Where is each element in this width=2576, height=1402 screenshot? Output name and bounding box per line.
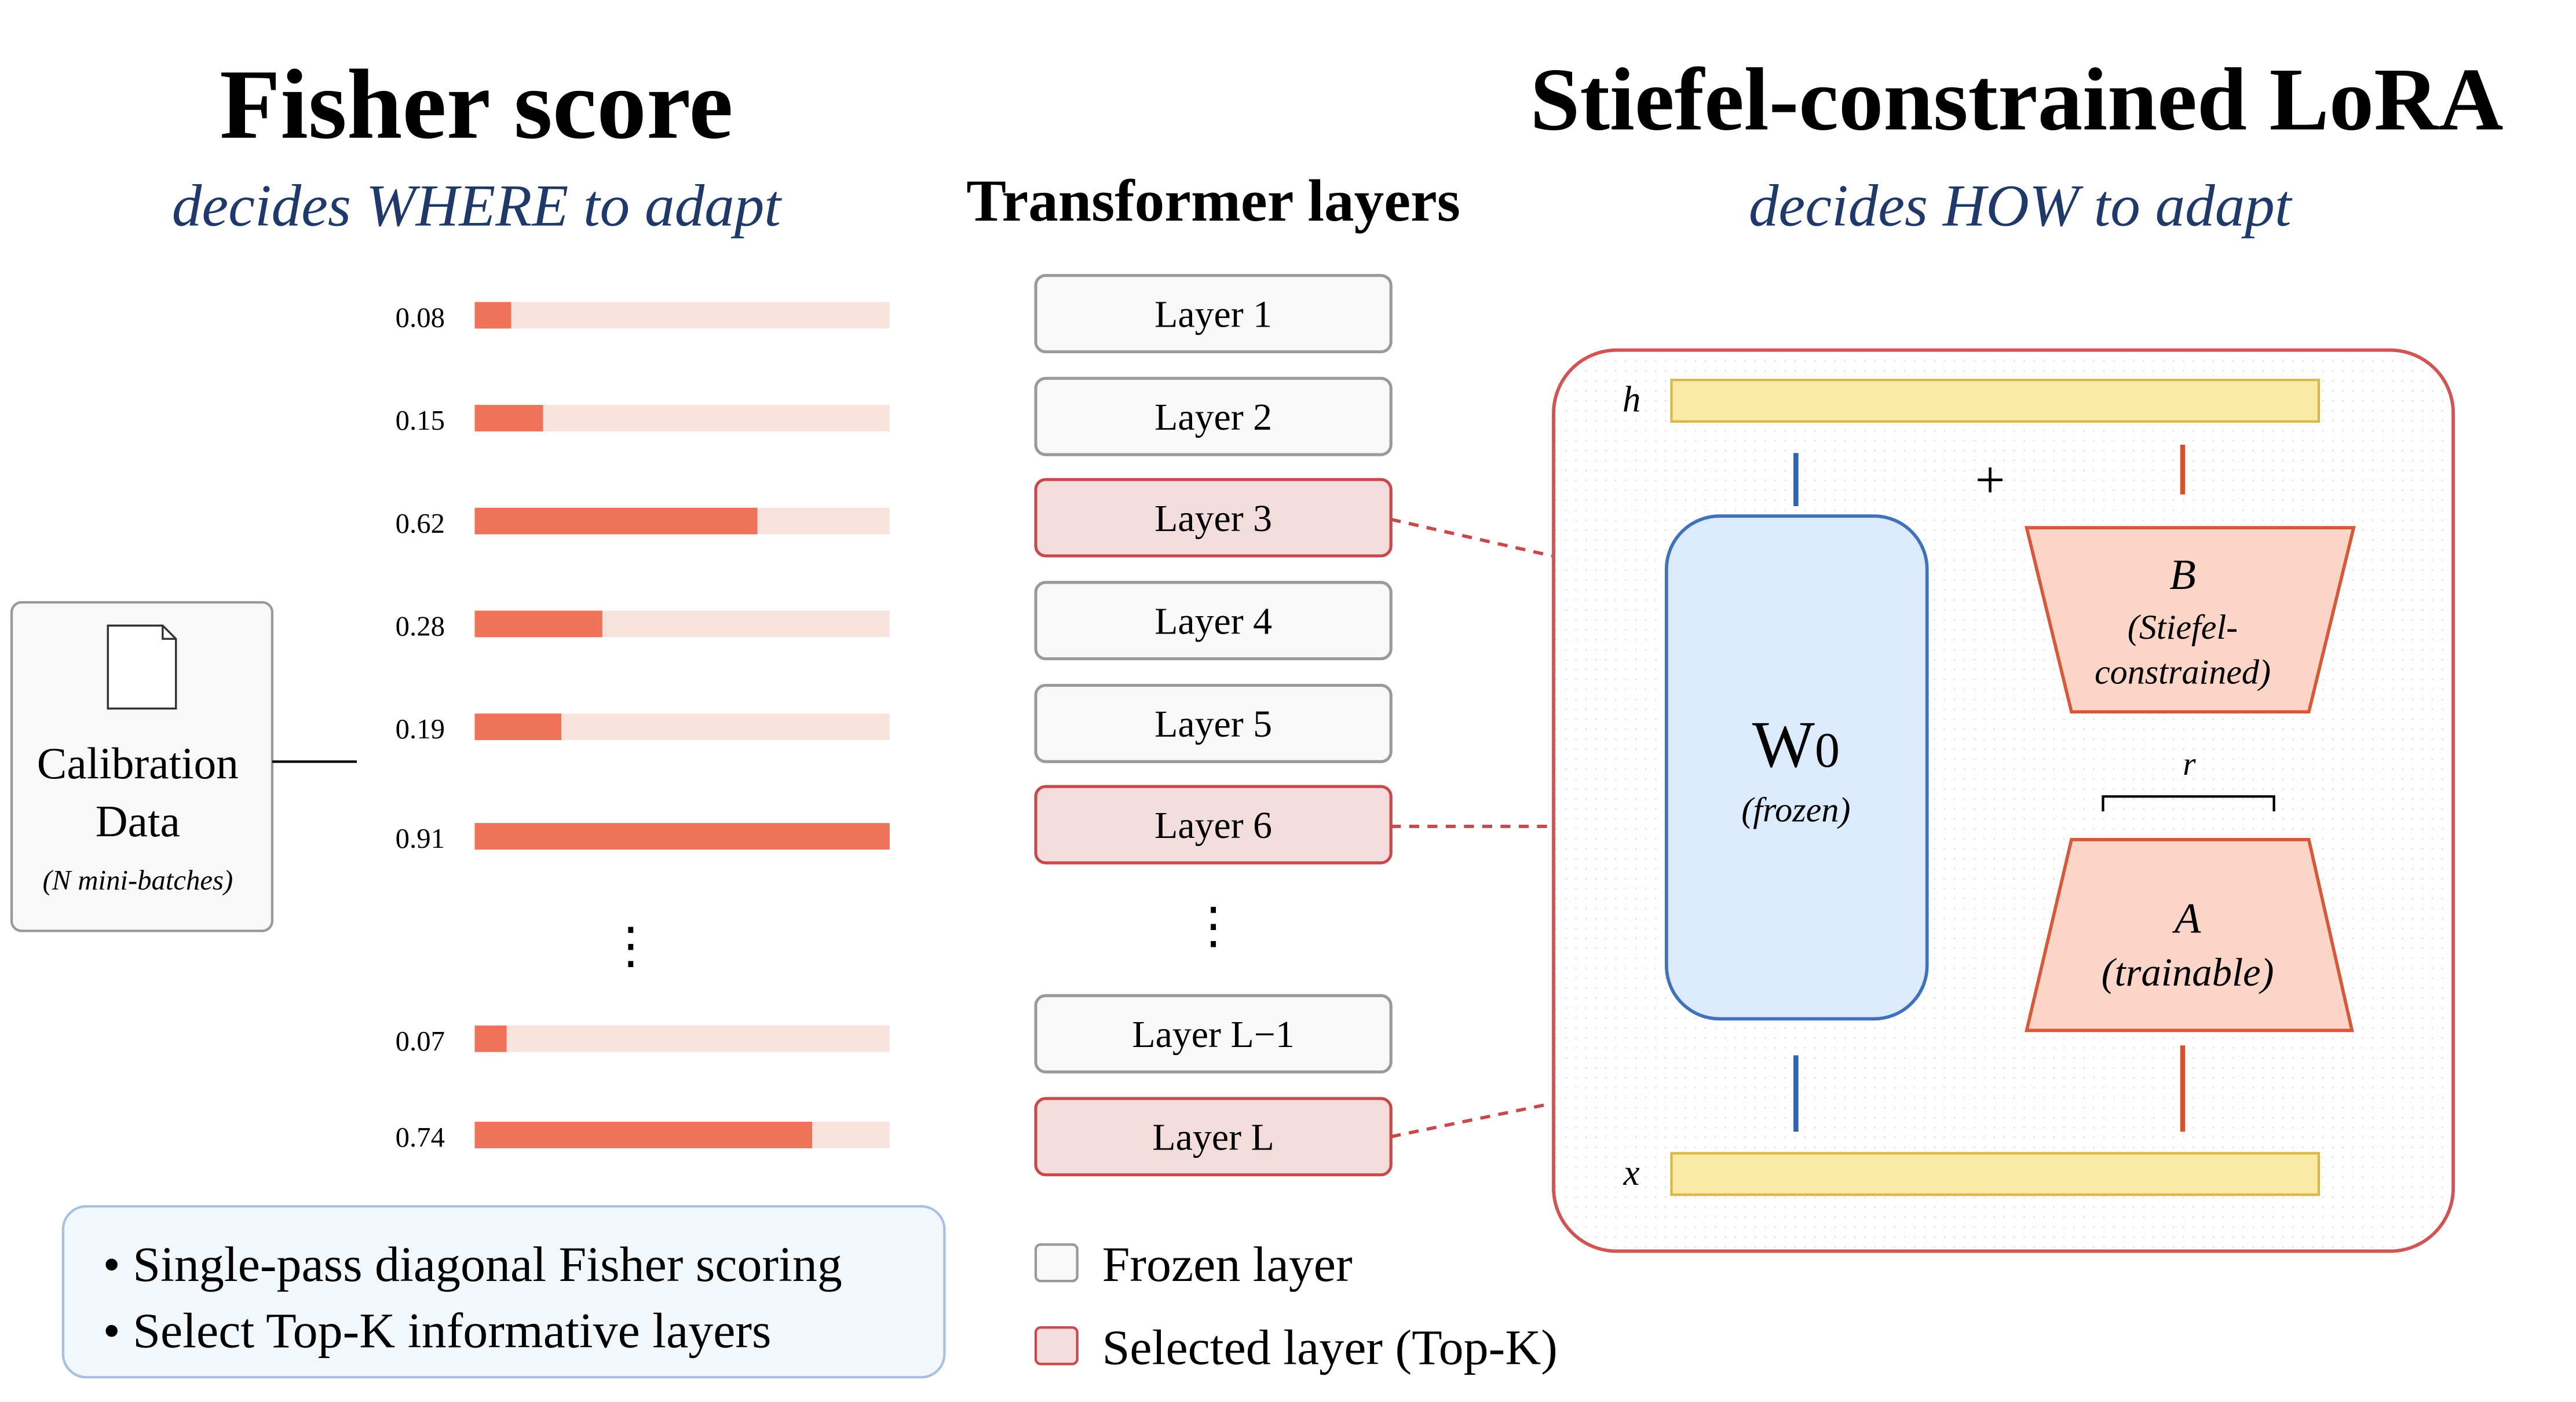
fisher-title: Fisher score [220,50,733,160]
layer-stack: Layer 1 Layer 2 Layer 3 Layer 4 Layer 5 Layer… [1034,274,1393,1177]
document-icon [107,624,177,710]
legend-frozen-label: Frozen layer [1102,1236,1353,1292]
layer-label: Layer L−1 [1132,1013,1294,1056]
w0-note: (frozen) [1741,790,1850,829]
layer-box: Layer L [1034,1097,1393,1177]
layer-label: Layer 3 [1154,497,1272,540]
layer-box: Layer 6 [1034,785,1393,865]
layer-box: Layer L−1 [1034,994,1393,1074]
a-matrix: A (trainable) [2025,838,2354,1033]
fisher-bar [474,713,562,740]
frozen-layer-rect [1034,581,1393,661]
frozen-layer-rect [1034,376,1393,456]
layer-ellipsis: ⋮ [1189,898,1238,954]
r-label: r [2183,746,2196,782]
legend-frozen-swatch [1034,1243,1079,1283]
fisher-bar-track [474,405,890,432]
fisher-bar [474,405,543,432]
b-label: B [2169,551,2196,599]
fisher-bar [474,507,758,535]
fisher-subtitle: decides WHERE to adapt [172,173,783,239]
lora-title: Stiefel-constrained LoRA [1530,50,2503,149]
fisher-bar-track [474,1025,890,1052]
layer-box: Layer 4 [1034,581,1393,661]
connector-layer-L [1390,1101,1552,1139]
layer-box: Layer 1 [1034,274,1393,354]
connector-layer-3 [1390,518,1552,558]
layer-label: Layer L [1152,1117,1274,1159]
transformer-title: Transformer layers [966,168,1460,234]
b-note-line2: constrained) [2095,653,2271,692]
layer-label: Layer 5 [1154,703,1272,745]
a-note: (trainable) [2102,950,2274,994]
calibration-box: Calibration Data (N mini-batches) [10,601,274,932]
frozen-layer-rect [1034,994,1393,1074]
layer-box: Layer 5 [1034,683,1393,763]
lora-panel: h x + W0 (frozen) B (Stiefel- constraine… [1552,348,2455,1253]
fisher-bar [474,302,511,329]
h-feature-bar [1670,379,2321,423]
layer-box: Layer 2 [1034,376,1393,456]
frozen-layer-rect [1034,274,1393,354]
legend-selected-swatch [1034,1326,1079,1366]
b-note-line1: (Stiefel- [2128,608,2238,647]
calibration-note: (N mini-batches) [42,865,233,896]
plus-sign: + [1975,451,2005,510]
x-feature-bar [1670,1152,2321,1196]
fisher-ellipsis: ⋮ [606,918,656,973]
selected-layer-rect [1034,478,1393,558]
fisher-bars: 0.08 0.15 0.62 0.28 0.19 0.91 0.07 0.74 [396,302,890,1153]
svg-text:W0: W0 [1752,708,1840,781]
layer-label: Layer 2 [1154,396,1272,438]
fisher-score-label: 0.19 [396,713,445,745]
fisher-score-label: 0.91 [396,823,445,854]
bullet-1: • Single-pass diagonal Fisher scoring [103,1236,842,1292]
fisher-bar [474,610,602,638]
rank-bracket: r [2102,746,2275,812]
fisher-bar [474,1122,813,1148]
layer-box: Layer 3 [1034,478,1393,558]
legend: Frozen layer Selected layer (Top-K) [1034,1236,1558,1375]
layer-label: Layer 1 [1154,293,1272,335]
layer-label: Layer 6 [1154,804,1272,847]
fisher-bar [474,1025,507,1052]
fisher-bar [474,823,890,850]
frozen-layer-rect [1034,683,1393,763]
fisher-score-label: 0.15 [396,405,445,436]
b-matrix: B (Stiefel- constrained) [2025,526,2356,714]
fisher-score-label: 0.28 [396,610,445,642]
fisher-bar-track [474,302,890,329]
a-label: A [2172,895,2201,942]
fisher-score-label: 0.74 [396,1122,445,1153]
fisher-score-label: 0.08 [396,302,445,333]
fisher-score-label: 0.62 [396,508,445,539]
calibration-title-line2: Data [96,796,180,846]
w0-block: W0 (frozen) [1664,514,1929,1021]
layer-label: Layer 4 [1154,601,1272,643]
w0-label: W [1752,708,1815,781]
h-label: h [1623,379,1641,420]
x-label: x [1623,1152,1640,1193]
fisher-score-label: 0.07 [396,1026,445,1057]
lora-subtitle: decides HOW to adapt [1749,173,2293,239]
calibration-title-line1: Calibration [37,738,239,788]
w0-subscript: 0 [1815,722,1840,778]
bullet-2: • Select Top-K informative layers [103,1303,772,1359]
legend-selected-label: Selected layer (Top-K) [1102,1319,1558,1375]
summary-box: • Single-pass diagonal Fisher scoring • … [61,1205,946,1379]
